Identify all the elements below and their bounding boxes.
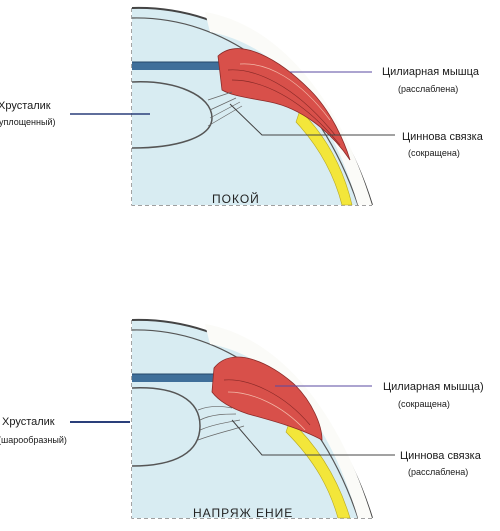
choroid-layer [295, 109, 353, 206]
caption-rest: ПОКОЙ [212, 191, 260, 206]
muscle-sublabel: (сокращена) [398, 399, 450, 409]
panel-rest: Хрусталик (уплощенный) Цилиарная мышца (… [0, 6, 484, 206]
lens-label: Хрусталик [2, 416, 55, 428]
lens-round [131, 387, 201, 467]
choroid-layer [285, 419, 351, 519]
caption-accommodation: НАПРЯЖ ЕНИЕ [193, 506, 293, 520]
ciliary-muscle [211, 356, 323, 441]
muscle-label: Цилиарная мышца) [383, 381, 484, 393]
lens-flat [131, 81, 213, 149]
cornea-fill [132, 7, 372, 205]
muscle-sublabel: (расслаблена) [398, 84, 458, 94]
zonule-fibers [207, 91, 243, 127]
iris [132, 62, 224, 70]
panel-accommodation: Хрусталик (шарообразный) Цилиарная мышца… [0, 318, 484, 520]
zonule-fibers [197, 406, 245, 441]
lens-sublabel: (уплощенный) [0, 117, 55, 127]
sclera-band [205, 324, 372, 518]
ciliary-muscle [217, 48, 351, 161]
zonule-leader [229, 103, 395, 136]
muscle-label: Цилиарная мышца [382, 66, 480, 78]
zonule-label: Циннова связка [402, 131, 484, 143]
cornea-fill [132, 319, 372, 518]
zonule-leader [231, 419, 395, 456]
lens-sublabel: (шарообразный) [0, 435, 67, 445]
sclera-band [205, 12, 372, 205]
zonule-label: Циннова связка [400, 450, 482, 462]
iris [132, 374, 220, 382]
lens-label: Хрусталик [0, 100, 51, 112]
zonule-sublabel: (расслаблена) [408, 467, 468, 477]
zonule-sublabel: (сокращена) [408, 148, 460, 158]
